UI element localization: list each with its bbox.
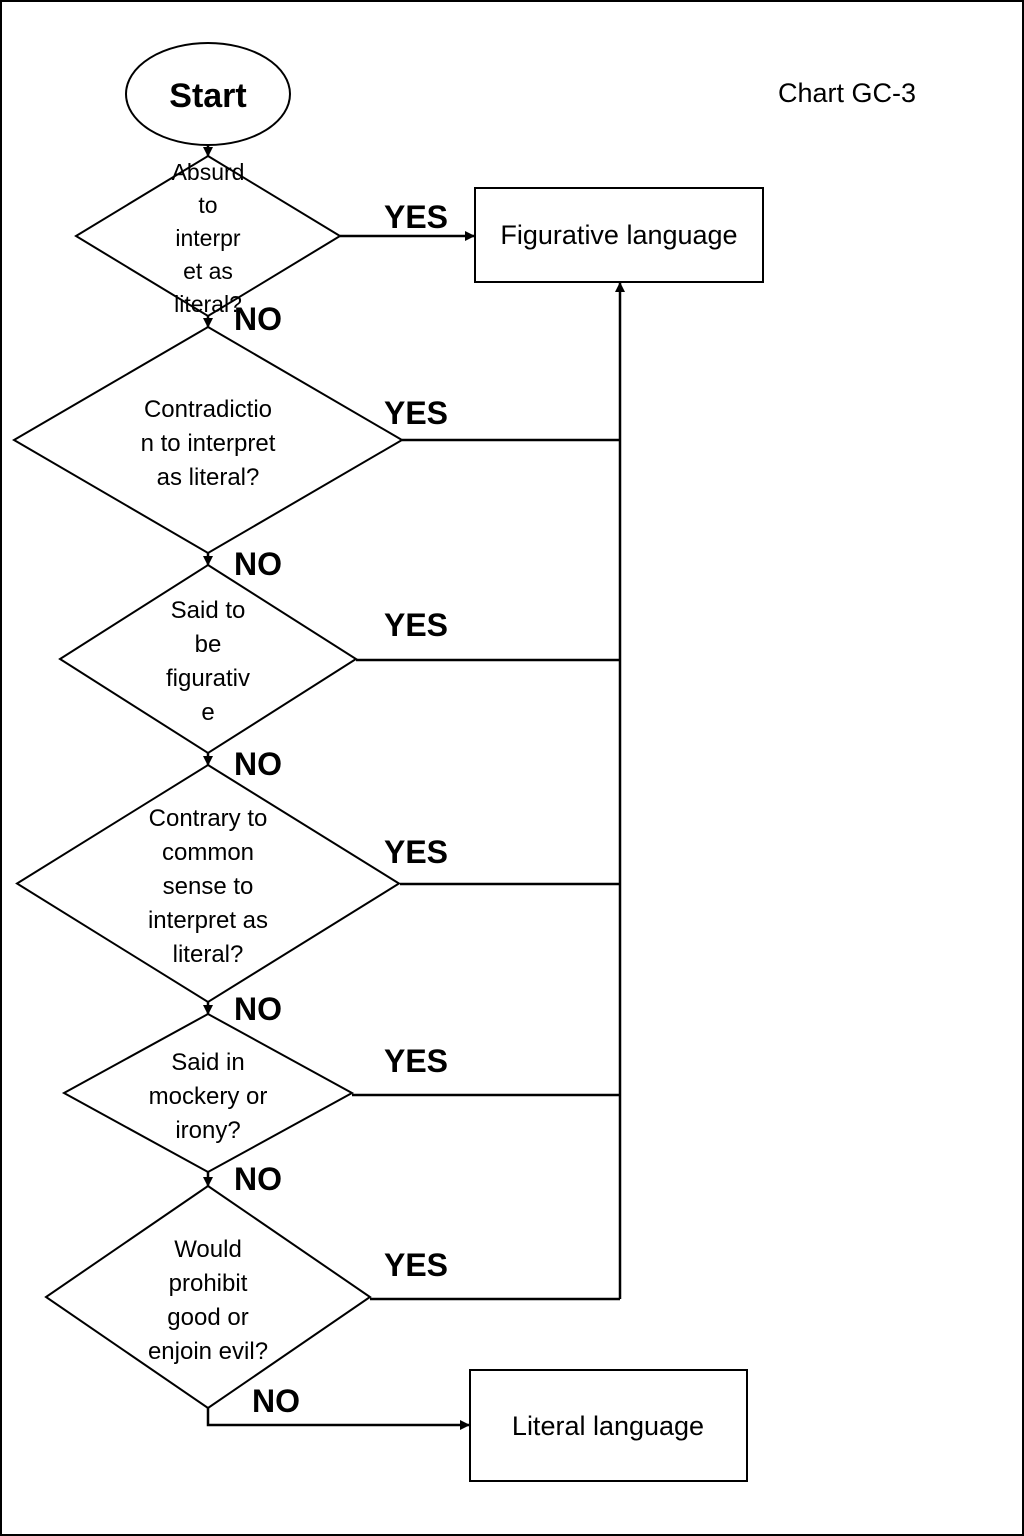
start-label: Start — [169, 77, 246, 115]
yes-label: YES — [384, 1043, 448, 1079]
no-label: NO — [234, 1161, 282, 1197]
decision-text-line: Said to — [171, 597, 246, 624]
literal-outcome: Literal language — [469, 1369, 748, 1482]
decision-text-line: be — [195, 631, 222, 658]
no-label: NO — [234, 546, 282, 582]
decision-text-line: mockery or — [149, 1083, 268, 1110]
edge-decision-6-no — [206, 1408, 470, 1430]
yes-label: YES — [384, 834, 448, 870]
yes-label: YES — [384, 395, 448, 431]
decision-text-line: literal? — [173, 941, 244, 968]
decision-text-line: Absurd — [172, 159, 245, 185]
decision-text-line: Would — [174, 1236, 242, 1263]
decision-5: Said in mockery or irony? YES NO — [61, 1012, 448, 1197]
decision-text-line: interpr — [175, 225, 241, 251]
decision-text-line: e — [201, 699, 214, 726]
decision-1: Absurd to interpr et as literal? YES NO — [74, 154, 448, 337]
connectors — [203, 140, 625, 1430]
decision-text-line: to — [198, 192, 217, 218]
decision-text-line: common — [162, 839, 254, 866]
decision-diamond — [12, 325, 404, 555]
decision-text-line: good or — [167, 1304, 248, 1331]
decision-text-line: Said in — [171, 1049, 244, 1076]
no-label: NO — [234, 991, 282, 1027]
decision-3: Said to be figurativ e YES NO — [58, 563, 448, 782]
decision-text-line: as literal? — [157, 464, 260, 491]
decision-diamond — [58, 563, 358, 755]
decision-diamond — [74, 154, 342, 318]
decision-text-line: literal? — [174, 291, 242, 317]
decision-text-line: figurativ — [166, 665, 250, 692]
decision-text-line: et as — [183, 258, 233, 284]
yes-label: YES — [384, 199, 448, 235]
literal-box — [469, 1369, 748, 1482]
decision-diamond — [44, 1184, 372, 1410]
no-label: NO — [252, 1383, 300, 1419]
start-node: Start — [125, 42, 291, 146]
start-ellipse — [125, 42, 291, 146]
decision-text-line: n to interpret — [141, 430, 276, 457]
decision-2: Contradictio n to interpret as literal? YES… — [12, 325, 448, 582]
decision-diamond — [61, 1012, 355, 1174]
yes-label: YES — [384, 607, 448, 643]
chart-id: Chart GC-3 — [778, 78, 916, 108]
decision-4: Contrary to common sense to interpret as lit… — [15, 763, 448, 1027]
yes-label: YES — [384, 1247, 448, 1283]
decision-6: Would prohibit good or enjoin evil? YES NO — [44, 1184, 448, 1419]
decision-text-line: enjoin evil? — [148, 1338, 268, 1365]
decision-text-line: Contradictio — [144, 396, 272, 423]
decision-text-line: interpret as — [148, 907, 268, 934]
no-label: NO — [234, 301, 282, 337]
figurative-outcome: Figurative language — [474, 187, 764, 283]
decision-text-line: Contrary to — [149, 805, 268, 832]
decision-diamond — [15, 763, 401, 1004]
literal-label: Literal language — [512, 1411, 704, 1441]
decision-text-line: sense to — [163, 873, 254, 900]
decision-text-line: prohibit — [169, 1270, 248, 1297]
no-label: NO — [234, 746, 282, 782]
figurative-label: Figurative language — [500, 220, 737, 250]
figurative-box — [474, 187, 764, 283]
decision-text-line: irony? — [175, 1117, 240, 1144]
